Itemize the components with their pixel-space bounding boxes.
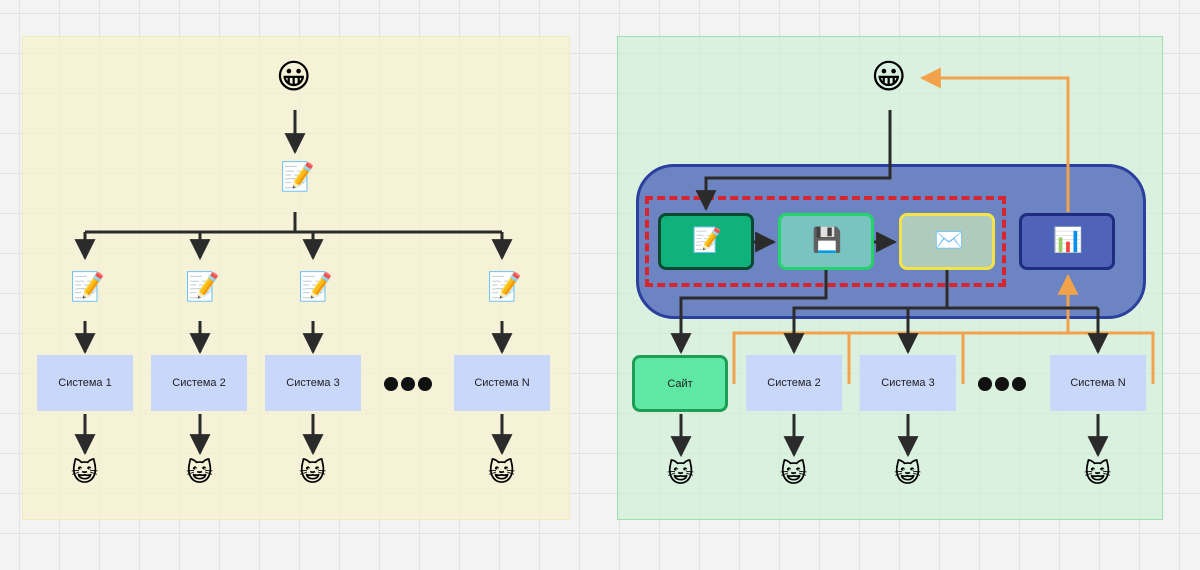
mail-process-box[interactable] bbox=[899, 213, 995, 270]
ellipsis-dot bbox=[418, 377, 432, 391]
cat-icon: 😺 bbox=[667, 459, 695, 489]
document-icon: 📝 bbox=[185, 270, 220, 303]
analytics-process-box[interactable] bbox=[1019, 213, 1115, 270]
system-box[interactable]: Система 2 bbox=[746, 355, 842, 411]
document-icon: 📝 bbox=[487, 270, 522, 303]
user-icon: 😀 bbox=[276, 57, 312, 97]
system-label: Система 3 bbox=[881, 377, 935, 389]
document-icon: 📝 bbox=[692, 226, 722, 254]
right-connectors bbox=[670, 110, 1109, 458]
site-label: Сайт bbox=[667, 377, 693, 390]
ellipsis-dot bbox=[995, 377, 1009, 391]
storage-process-box[interactable] bbox=[778, 213, 874, 270]
ellipsis-dot bbox=[384, 377, 398, 391]
system-label: Система N bbox=[474, 377, 530, 389]
cat-icon: 😺 bbox=[780, 459, 808, 489]
cat-icon: 😺 bbox=[299, 458, 327, 488]
master-document-icon: 📝 bbox=[280, 160, 315, 193]
system-box[interactable]: Система N bbox=[1050, 355, 1146, 411]
ellipsis-dot bbox=[401, 377, 415, 391]
system-label: Система 3 bbox=[286, 377, 340, 389]
cat-icon: 😺 bbox=[1084, 459, 1112, 489]
document-process-box[interactable] bbox=[658, 213, 754, 270]
cat-icon: 😺 bbox=[488, 458, 516, 488]
system-box[interactable]: Система 1 bbox=[37, 355, 133, 411]
system-box[interactable]: Система 3 bbox=[265, 355, 361, 411]
cat-icon: 😺 bbox=[71, 458, 99, 488]
floppy-disk-icon: 💾 bbox=[812, 226, 842, 254]
system-box[interactable]: Система N bbox=[454, 355, 550, 411]
analytics-feedback-connectors bbox=[732, 67, 1155, 384]
cat-icon: 😺 bbox=[894, 459, 922, 489]
envelope-icon: ✉️ bbox=[934, 226, 964, 254]
system-label: Система N bbox=[1070, 377, 1126, 389]
site-box[interactable]: Сайт bbox=[632, 355, 728, 412]
system-label: Система 1 bbox=[58, 377, 112, 389]
cat-icon: 😺 bbox=[186, 458, 214, 488]
system-box[interactable]: Система 2 bbox=[151, 355, 247, 411]
left-connectors bbox=[74, 110, 513, 456]
bar-chart-icon: 📊 bbox=[1053, 226, 1083, 254]
document-icon: 📝 bbox=[298, 270, 333, 303]
user-icon: 😀 bbox=[871, 57, 907, 97]
system-label: Система 2 bbox=[172, 377, 226, 389]
system-label: Система 2 bbox=[767, 377, 821, 389]
ellipsis-dot bbox=[978, 377, 992, 391]
system-box[interactable]: Система 3 bbox=[860, 355, 956, 411]
ellipsis-dot bbox=[1012, 377, 1026, 391]
document-icon: 📝 bbox=[70, 270, 105, 303]
